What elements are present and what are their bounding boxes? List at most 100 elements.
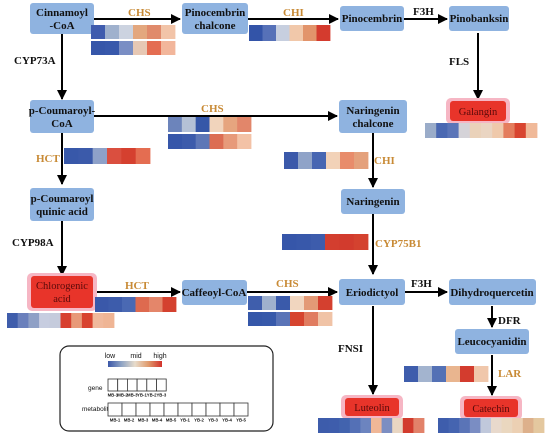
- heatmap-cell: [318, 418, 329, 433]
- node-naringenin-chalcone: Naringenin chalcone: [339, 100, 407, 133]
- heatmap-cell: [304, 296, 319, 310]
- heatmap-cell: [133, 41, 148, 55]
- heatmap-cell: [64, 148, 79, 164]
- heatmap-cell: [290, 296, 305, 310]
- node-galangin: Galangin: [446, 98, 510, 124]
- legend-high-label: high: [153, 353, 166, 360]
- enzyme-dfr: DFR: [498, 315, 522, 327]
- heatmap-cell: [289, 25, 304, 41]
- legend-frame: [59, 345, 274, 432]
- heatmap-cell: [276, 312, 291, 326]
- heatmap-cell: [469, 123, 482, 138]
- enzyme-cyp73a: CYP73A: [14, 55, 56, 67]
- heatmap-cell: [392, 418, 404, 433]
- heatmap-cell: [276, 25, 290, 41]
- enzyme-f3h-2: F3H: [411, 278, 432, 290]
- heatmap-cell: [119, 41, 134, 55]
- legend-cell: [117, 378, 128, 392]
- legend-tick-label: YB-2: [194, 418, 204, 423]
- arrows: [57, 14, 497, 396]
- heatmap-cell: [91, 41, 106, 55]
- legend-cell: [121, 402, 137, 417]
- heatmap-cell: [105, 25, 120, 39]
- enzyme-chs-1: CHS: [128, 7, 151, 19]
- heatmap-cell: [325, 234, 340, 250]
- legend-cell: [219, 402, 235, 417]
- node-galangin-label: Galangin: [459, 107, 498, 118]
- heatmap-cell: [107, 148, 122, 164]
- heatmap-cell: [168, 134, 183, 149]
- node-catechin-label: Catechin: [472, 404, 510, 415]
- node-eriodictyol-label: Eriodictyol: [346, 287, 399, 299]
- heatmap-cell: [296, 234, 312, 250]
- heatmap-cell: [181, 134, 197, 149]
- heatmap-chs-2-row2: [168, 134, 252, 149]
- heatmap-cell: [209, 117, 224, 132]
- node-quinic-acid-line2: quinic acid: [36, 206, 88, 218]
- legend-tick-label: YB-2: [147, 393, 157, 398]
- heatmap-cell: [108, 297, 123, 312]
- heatmap-cell: [458, 123, 471, 138]
- heatmap-cell: [381, 418, 393, 433]
- enzyme-cyp75b1: CYP75B1: [375, 238, 421, 250]
- heatmap-cell: [262, 25, 277, 41]
- heatmap-cell: [492, 123, 504, 138]
- heatmap-cell: [147, 25, 162, 39]
- heatmap-cell: [262, 296, 277, 310]
- heatmap-cell: [340, 152, 355, 169]
- heatmap-cell: [360, 418, 372, 433]
- heatmap-hct-1: [64, 148, 151, 164]
- heatmap-cell: [533, 418, 545, 433]
- heatmap-cell: [525, 123, 538, 138]
- heatmap-cell: [92, 148, 108, 164]
- heatmap-cell: [316, 25, 331, 41]
- heatmap-cell: [282, 234, 297, 250]
- legend-tick-label: MB-4: [152, 418, 163, 423]
- legend-metabolite-label: metabolite: [82, 406, 112, 413]
- legend-cell: [233, 402, 249, 417]
- heatmap-cell: [304, 312, 319, 326]
- heatmap-cell: [162, 297, 177, 312]
- heatmap-cell: [133, 25, 148, 39]
- heatmap-cell: [249, 25, 263, 41]
- legend-cell: [163, 402, 179, 417]
- heatmap-cell: [339, 234, 355, 250]
- legend-cell: [156, 378, 167, 392]
- legend-tick-label: MB-1: [108, 393, 119, 398]
- legend-gene-boxes: [107, 378, 167, 392]
- heatmap-chs-1-row2: [91, 41, 176, 55]
- heatmap-cell: [262, 312, 277, 326]
- heatmap-cell: [135, 297, 150, 312]
- node-caffeoyl-coa: Caffeoyl-CoA: [182, 280, 247, 305]
- heatmap-chs-1-row1: [91, 25, 176, 39]
- node-leucocyanidin-label: Leucocyanidin: [457, 336, 526, 348]
- heatmap-cell: [447, 123, 459, 138]
- heatmap-chi-2: [284, 152, 369, 169]
- legend-low-label: low: [105, 353, 116, 360]
- legend-cell: [177, 402, 193, 417]
- node-pinobanksin-label: Pinobanksin: [450, 13, 509, 25]
- enzyme-f3h-1: F3H: [413, 6, 434, 18]
- heatmap-cell: [161, 41, 176, 55]
- heatmap-cell: [349, 418, 361, 433]
- heatmap-cell: [339, 418, 351, 433]
- legend-mid-label: mid: [130, 353, 141, 360]
- heatmap-cell: [353, 234, 369, 250]
- heatmap-cell: [413, 418, 425, 433]
- heatmap-cell: [78, 148, 94, 164]
- heatmap-cell: [354, 152, 369, 169]
- heatmap-cell: [328, 418, 340, 433]
- heatmap-cell: [522, 418, 534, 433]
- heatmap-cell: [514, 123, 527, 138]
- heatmap-cell: [425, 123, 437, 138]
- heatmap-cell: [298, 152, 313, 169]
- legend-cell: [136, 378, 148, 392]
- heatmap-cell: [460, 366, 475, 382]
- legend-tick-label: MB-2: [124, 418, 135, 423]
- enzyme-chs-3: CHS: [276, 278, 299, 290]
- heatmap-cell: [95, 297, 109, 312]
- legend-tick-label: MB-3: [127, 393, 138, 398]
- node-p-coumaroyl-coa-line2: CoA: [51, 118, 72, 130]
